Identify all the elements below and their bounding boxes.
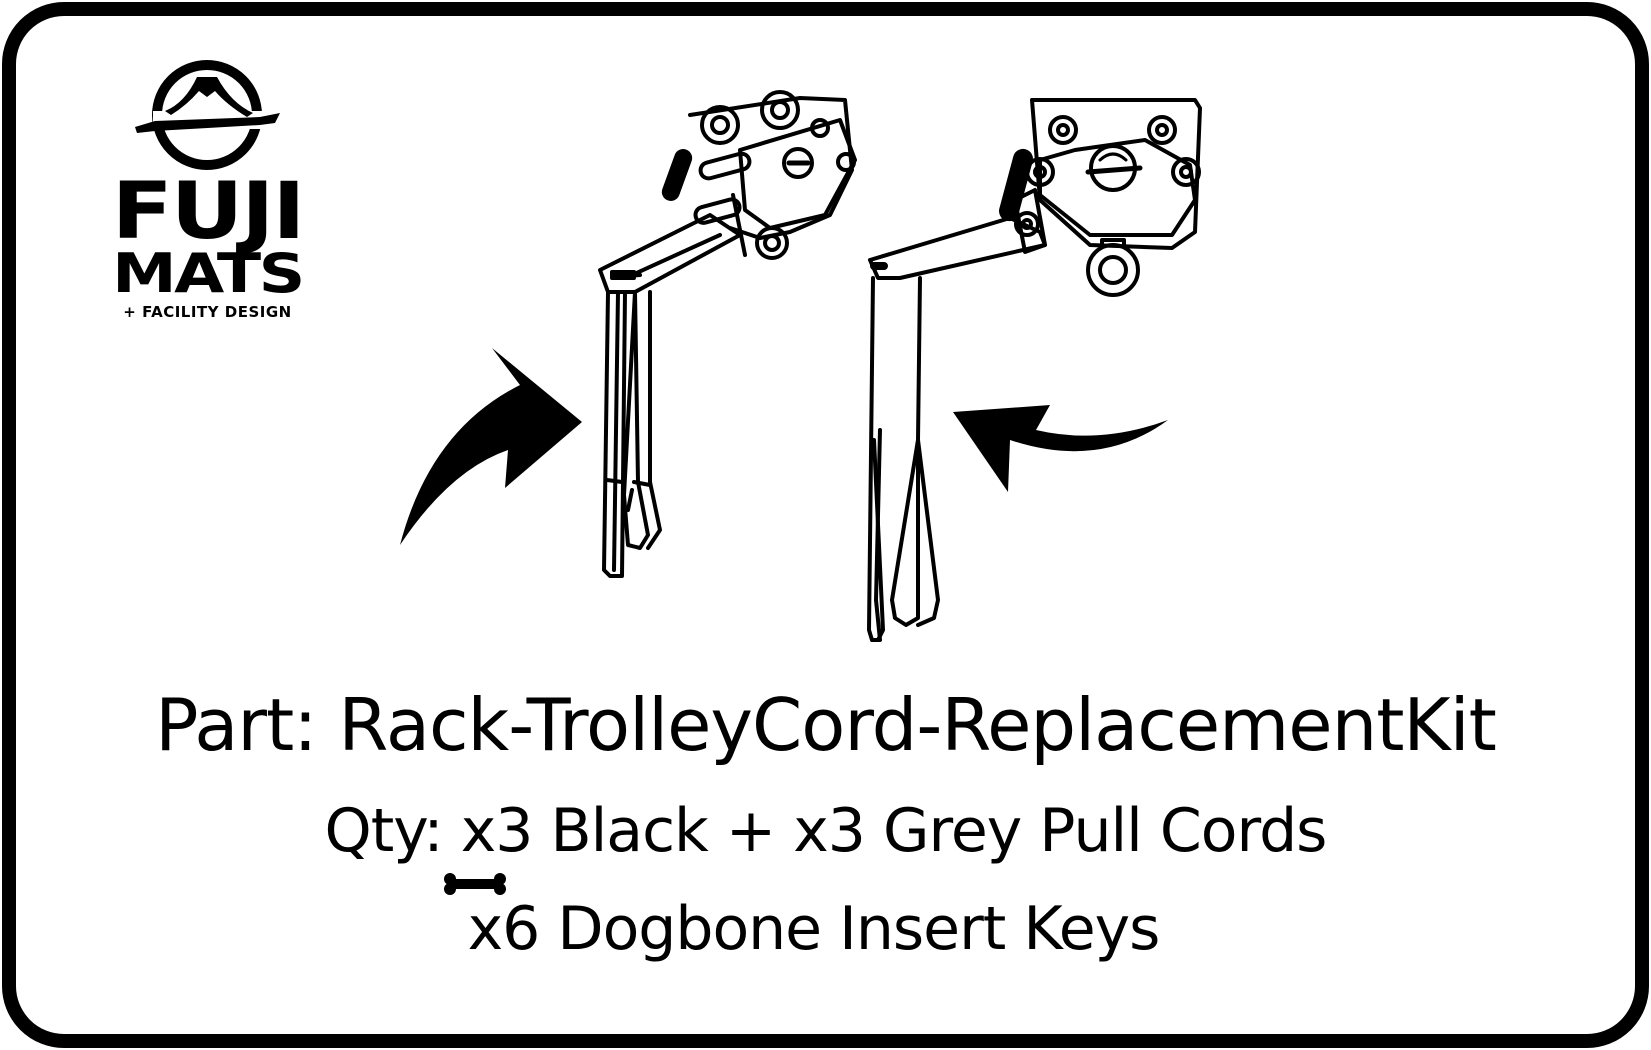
left-trolley-illustration bbox=[598, 90, 857, 578]
curved-arrow-right-icon bbox=[400, 348, 582, 545]
logo-fuji-text: FUJI bbox=[111, 167, 306, 257]
part-number-text: Part: Rack-TrolleyCord-ReplacementKit bbox=[155, 683, 1497, 767]
fuji-mats-logo: FUJI MATS + FACILITY DESIGN bbox=[95, 55, 320, 325]
logo-mats-text: MATS bbox=[112, 242, 305, 305]
logo-subtitle: + FACILITY DESIGN bbox=[123, 303, 292, 321]
quantity-keys-text: x6 Dogbone Insert Keys bbox=[467, 894, 1161, 964]
right-trolley-illustration bbox=[867, 98, 1202, 642]
curved-arrow-left-icon bbox=[953, 405, 1168, 492]
mount-fuji-circle-logo-icon bbox=[135, 60, 280, 170]
quantity-cords-text: Qty: x3 Black + x3 Grey Pull Cords bbox=[324, 796, 1328, 866]
dogbone-icon bbox=[444, 873, 506, 895]
